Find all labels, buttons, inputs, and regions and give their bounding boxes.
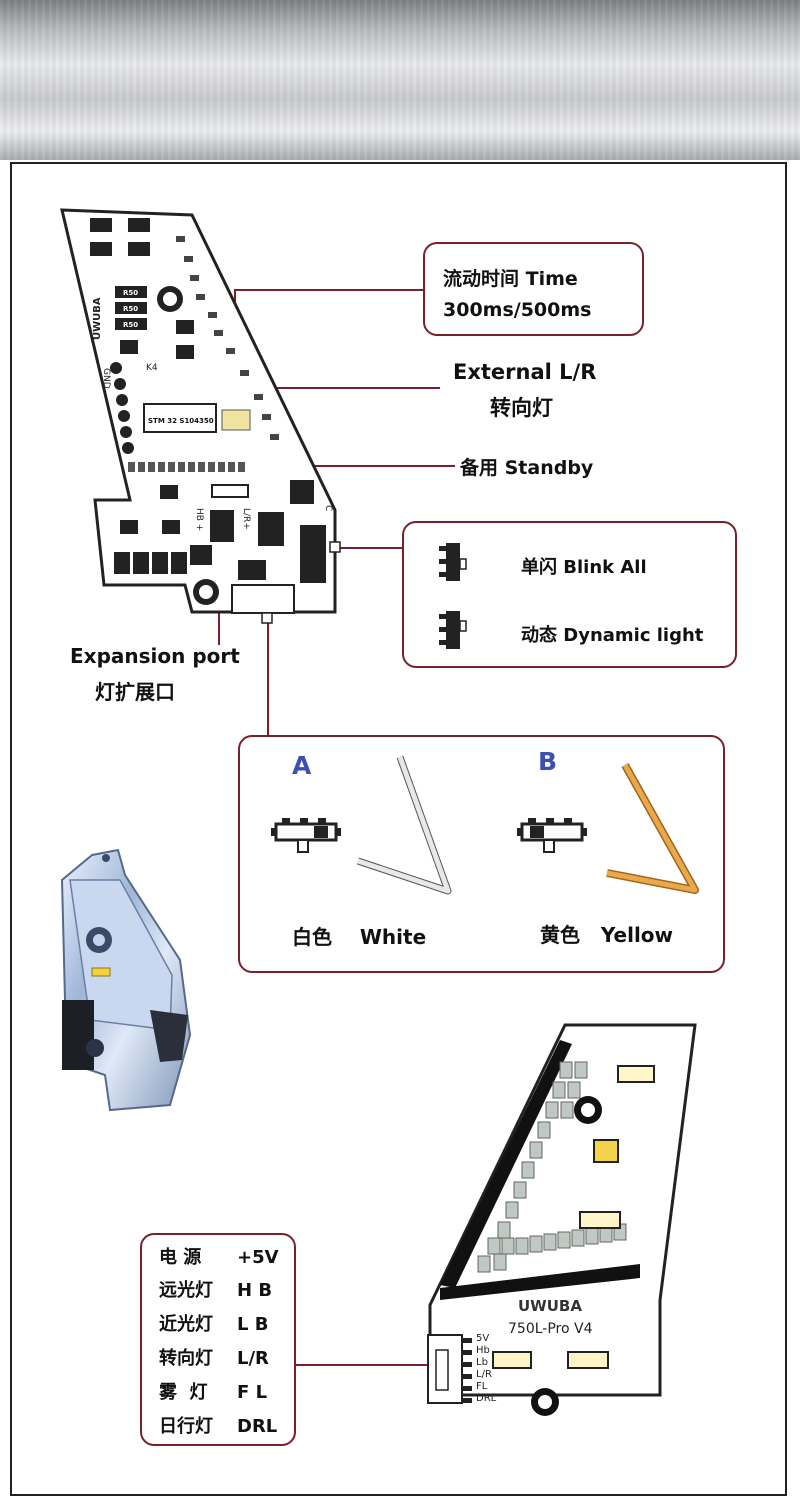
resistor-mark-1: R50 [123, 289, 138, 297]
brushed-metal-banner [0, 0, 800, 160]
white-light-strip [356, 755, 452, 895]
pinout-code: L B [237, 1314, 269, 1335]
pinout-cn-label: 电 源 [159, 1247, 202, 1268]
bottom-board-model: 750L-Pro V4 [508, 1321, 593, 1337]
yellow-light-strip [606, 763, 699, 894]
time-callout: 流动时间 Time 300ms/500ms [423, 242, 644, 336]
external-lr-label: External L/R [453, 360, 597, 384]
pinout-cn-label: 近光灯 [159, 1314, 213, 1335]
pinout-row: 近光灯 L B [159, 1310, 268, 1336]
top-board-brand: UWUBA [92, 297, 103, 340]
pin-label-hb: Hb [476, 1345, 490, 1356]
option-b-label: 黄色 Yellow [540, 923, 674, 947]
expansion-port-cn-label: 灯扩展口 [95, 680, 175, 704]
mode-callout: 单闪 Blink All 动态 Dynamic light [402, 521, 737, 668]
dynamic-mode-label: 动态 Dynamic light [521, 625, 704, 646]
resistor-mark-2: R50 [123, 305, 138, 313]
time-callout-title: 流动时间 Time [443, 268, 578, 290]
pin-label-5v: 5V [476, 1333, 489, 1344]
k4-marking: K4 [146, 363, 158, 373]
pinout-code: DRL [237, 1416, 278, 1437]
pinout-row: 远光灯 H B [159, 1276, 272, 1302]
lr-marking: L/R+ [241, 508, 251, 530]
pinout-cn-label: 日行灯 [159, 1416, 213, 1437]
pin-label-fl: FL [476, 1381, 488, 1392]
hb-marking: HB + [194, 508, 204, 531]
color-option-callout: A B 白色 White 黄色 Yellow [238, 735, 725, 973]
blink-mode-label: 单闪 Blink All [521, 557, 647, 578]
pinout-row: 日行灯 DRL [159, 1412, 277, 1438]
time-callout-values: 300ms/500ms [443, 299, 592, 321]
diagram-frame [10, 162, 787, 1496]
expansion-port-label: Expansion port [70, 644, 240, 668]
resistor-mark-3: R50 [123, 321, 138, 329]
option-a-letter: A [292, 751, 312, 780]
c-marking: C [323, 505, 333, 511]
pinout-callout: 电 源 +5V 远光灯 H B 近光灯 L B 转向灯 L/R 雾 灯 F L 日行灯 DR… [140, 1233, 296, 1446]
switch-a-icon [271, 818, 341, 853]
pinout-code: +5V [237, 1247, 279, 1268]
pinout-code: H B [237, 1280, 273, 1301]
bottom-board-brand: UWUBA [518, 1297, 582, 1315]
gnd-marking: GND [101, 368, 111, 389]
option-a-label: 白色 White [292, 925, 427, 949]
pin-label-lr: L/R [476, 1369, 492, 1380]
pinout-cn-label: 雾 灯 [159, 1382, 208, 1403]
pin-label-lb: Lb [476, 1357, 488, 1368]
mcu-chip [143, 403, 217, 433]
pin-label-drl: DRL [476, 1393, 497, 1404]
external-lr-cn-label: 转向灯 [490, 396, 553, 420]
switch-b-icon [517, 818, 587, 853]
option-b-letter: B [538, 747, 558, 776]
pinout-code: F L [237, 1382, 268, 1403]
standby-label: 备用 Standby [460, 457, 594, 479]
pinout-code: L/R [237, 1348, 269, 1369]
mcu-chip-label: STM 32 S104350 [148, 417, 214, 425]
switch-dynamic-icon [439, 611, 467, 649]
pinout-cn-label: 远光灯 [159, 1280, 213, 1301]
pinout-cn-label: 转向灯 [159, 1348, 213, 1369]
pinout-row: 电 源 +5V [159, 1243, 279, 1269]
switch-blink-icon [439, 543, 467, 581]
pinout-row: 转向灯 L/R [159, 1344, 269, 1370]
